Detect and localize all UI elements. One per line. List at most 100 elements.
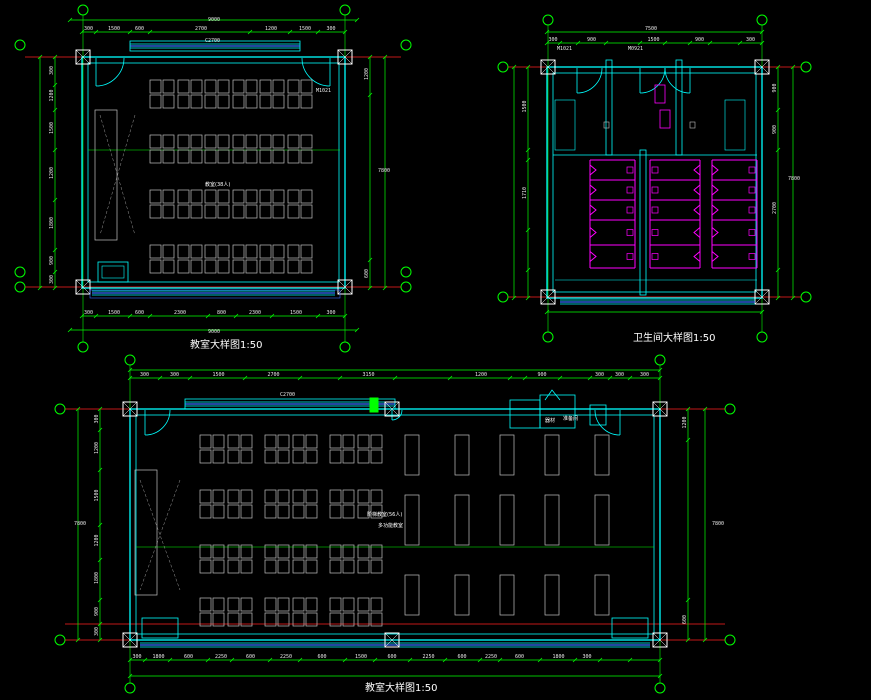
dim-tick	[367, 92, 373, 98]
dim-tick	[142, 657, 148, 663]
desk	[245, 259, 258, 274]
dimension-text: 800	[217, 310, 226, 316]
dim-tick	[97, 522, 103, 528]
desk	[227, 559, 240, 574]
window-frame	[129, 40, 301, 52]
classroom-small-top-total-dim: 9000	[208, 17, 220, 23]
desk	[454, 574, 470, 616]
column-hatch	[384, 632, 400, 648]
dimension-text: 1200	[364, 68, 370, 80]
classroom-large-left-total-dim: 7800	[74, 521, 86, 527]
dim-tick	[75, 637, 81, 643]
dimension-text: 1200	[475, 372, 487, 378]
column	[384, 401, 400, 417]
dim-tick	[707, 40, 713, 46]
dim-tick	[603, 40, 609, 46]
dim-tick	[511, 295, 517, 301]
dimension-text: 1710	[522, 187, 528, 199]
dim-tick	[657, 673, 663, 679]
column	[75, 49, 91, 65]
dim-tick	[597, 657, 603, 663]
desk	[212, 612, 225, 627]
desk	[227, 434, 240, 449]
desk	[217, 79, 230, 94]
cabinet-inner	[101, 265, 125, 279]
desk	[264, 544, 277, 559]
desk	[227, 544, 240, 559]
desk	[199, 449, 212, 464]
dim-tick	[337, 375, 343, 381]
dimension-text: 2250	[215, 654, 227, 660]
desk	[305, 544, 318, 559]
dim-tick	[544, 40, 550, 46]
wall-outline	[81, 56, 346, 289]
dimension-text: 900	[772, 125, 778, 134]
desk	[264, 612, 277, 627]
dim-tick	[522, 375, 528, 381]
stall-door	[711, 184, 719, 196]
dim-tick	[127, 29, 133, 35]
desk	[232, 259, 245, 274]
desk	[259, 79, 272, 94]
desk	[370, 544, 383, 559]
dim-tick	[587, 375, 593, 381]
desk	[342, 504, 355, 519]
desk	[264, 504, 277, 519]
desk	[227, 489, 240, 504]
desk	[499, 494, 515, 546]
dimension-text: 300	[94, 627, 100, 636]
dimension-text: 2700	[268, 372, 280, 378]
desk	[544, 494, 560, 546]
desk	[329, 489, 342, 504]
dim-tick	[287, 29, 293, 35]
dim-tick	[67, 327, 73, 333]
column	[540, 289, 556, 305]
desk	[204, 259, 217, 274]
desk	[232, 134, 245, 149]
dim-tick	[127, 375, 133, 381]
dim-tick	[97, 557, 103, 563]
dim-tick	[52, 197, 58, 203]
podium	[94, 109, 118, 241]
desk	[329, 544, 342, 559]
dim-tick	[525, 147, 531, 153]
dimension-text: 900	[695, 37, 704, 43]
wall-inner	[87, 62, 340, 283]
desk	[370, 612, 383, 627]
dim-tick	[315, 313, 321, 319]
stall-door	[693, 204, 701, 216]
dimension-text: 1200	[49, 89, 55, 101]
desk	[162, 94, 175, 109]
column-hatch	[652, 401, 668, 417]
dim-tick	[657, 367, 663, 373]
dim-tick	[247, 29, 253, 35]
desk	[404, 574, 420, 616]
desk	[149, 79, 162, 94]
desk	[217, 204, 230, 219]
desk	[259, 149, 272, 164]
dim-tick	[52, 285, 58, 291]
dim-tick	[205, 657, 211, 663]
urinal	[654, 84, 666, 104]
desk	[370, 489, 383, 504]
toilet-bowl	[626, 229, 634, 236]
desk	[287, 259, 300, 274]
grid-bubble	[14, 39, 26, 51]
dim-tick	[382, 54, 388, 60]
desk	[212, 504, 225, 519]
bottom-window	[89, 289, 341, 299]
desk	[404, 434, 420, 476]
toilet-bowl	[626, 186, 634, 194]
dimension-text: 300	[327, 26, 336, 32]
desk	[240, 489, 253, 504]
classroom-small-bottom-total-dim: 9000	[208, 329, 220, 335]
desk	[199, 434, 212, 449]
dim-tick	[372, 657, 378, 663]
column-hatch	[75, 49, 91, 65]
desk	[199, 504, 212, 519]
dimension-text: 600	[184, 654, 193, 660]
dim-tick	[52, 107, 58, 113]
desk	[305, 449, 318, 464]
column-hatch	[75, 279, 91, 295]
desk	[177, 94, 190, 109]
